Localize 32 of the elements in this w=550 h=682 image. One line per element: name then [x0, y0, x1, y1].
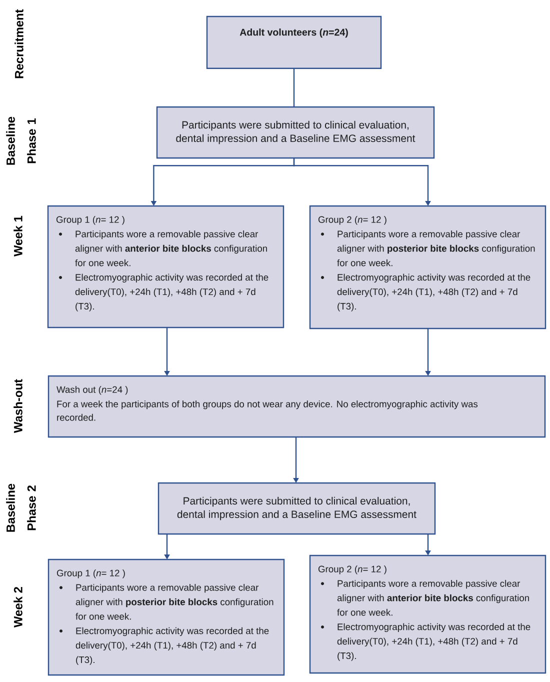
- box-heading: Group 2 (n= 12 ): [318, 216, 386, 225]
- box-text: Participants were submitted to clinical evaluation, dental impression and a Baseline EMG assessment: [177, 496, 416, 520]
- bullet-text: Electromyographic activity was recorded at the delivery(T0), +24h (T1), +48h (T2) and + 7d (T3).: [76, 627, 269, 665]
- flow-box: [48, 558, 285, 676]
- bullet-text: Electromyographic activity was recorded at the delivery(T0), +24h (T1), +48h (T2) and + 7d (T3).: [337, 274, 530, 312]
- flow-box: [156, 106, 435, 159]
- box-heading: Group 1 (n= 12 ): [56, 570, 125, 578]
- box-text: Participants were submitted to clinical evaluation, dental impression and a Baseline EMG assessment: [176, 120, 416, 144]
- flow-box: [158, 482, 436, 535]
- phase-label: Baseline Phase 1: [6, 116, 36, 165]
- bullet-text: Participants wore a removable passive clear aligner with anterior bite blocks configuration for one week.: [337, 580, 529, 616]
- bullet-text: Participants wore a removable passive clear aligner with posterior bite blocks configuration for one week.: [337, 230, 535, 266]
- phase-label: Week 1: [14, 216, 22, 256]
- flow-box: [309, 205, 546, 330]
- flow-box: [206, 16, 382, 69]
- flow-box: [309, 554, 546, 674]
- flow-box: [48, 375, 546, 438]
- box-heading: Wash out (n=24 ): [56, 386, 128, 395]
- flow-box: [47, 205, 284, 328]
- bullet-text: Participants wore a removable passive clear aligner with posterior bite blocks configuration for one week.: [76, 584, 274, 620]
- phase-label: Baseline Phase 2: [6, 484, 36, 532]
- box-text: Adult volunteers (n=24): [240, 28, 348, 38]
- bullet-text: Electromyographic activity was recorded at the delivery(T0), +24h (T1), +48h (T2) and + 7d (T3).: [75, 274, 268, 312]
- phase-label: Wash-out: [14, 379, 22, 433]
- box-text: For a week the participants of both groups do not wear any device. No electromyographic activity was recorded.: [57, 400, 478, 421]
- phase-label: Week 2: [14, 587, 22, 628]
- box-heading: Group 1 (n= 12 ): [56, 216, 124, 225]
- bullet-text: Participants wore a removable passive clear aligner with anterior bite blocks configuration for one week.: [75, 230, 267, 266]
- box-heading: Group 2 (n= 12 ): [318, 566, 386, 574]
- connector-line: [293, 68, 295, 107]
- phase-label: Recruitment: [14, 9, 24, 78]
- bullet-text: Electromyographic activity was recorded at the delivery(T0), +24h (T1), +48h (T2) and + 7d (T3).: [337, 623, 530, 661]
